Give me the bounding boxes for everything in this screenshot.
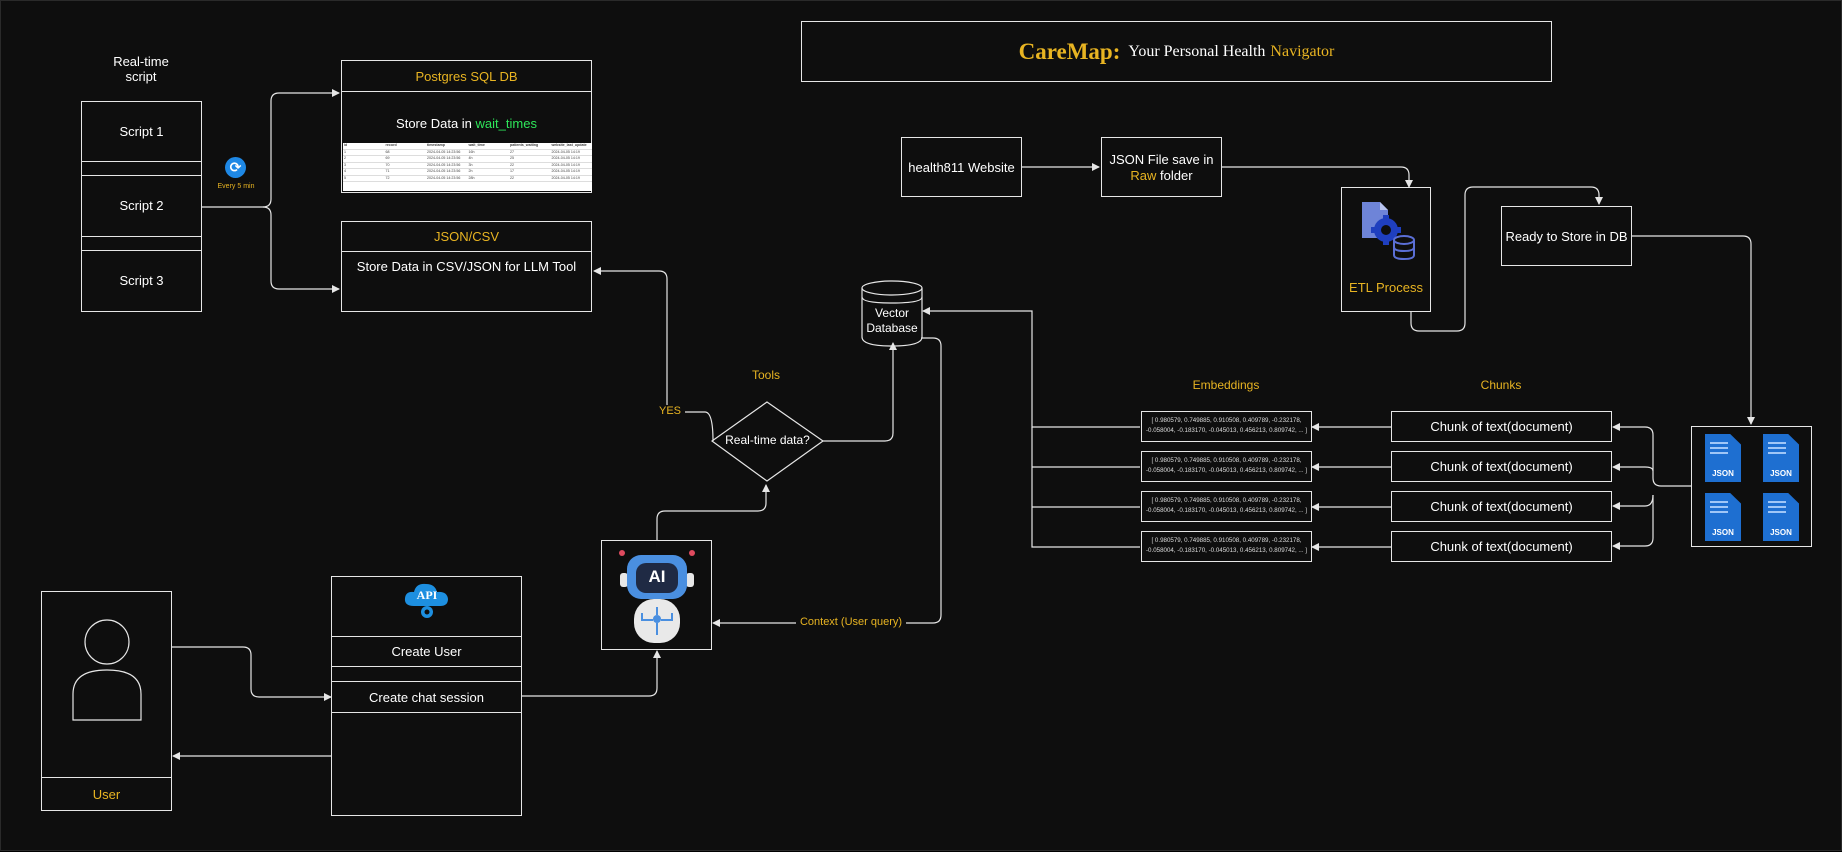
postgres-title: Postgres SQL DB [342,61,591,92]
embedding-vector: [ 0.980579, 0.749885, 0.910508, 0.409789… [1141,531,1312,562]
title-tail: Navigator [1270,42,1335,60]
arrow-decision-to-vector [823,342,897,442]
arrow-api-to-ai [521,650,661,697]
json-file-icon: JSON [1763,434,1799,482]
arrow-ready-to-json-files [1632,235,1755,425]
embedding-vector: [ 0.980579, 0.749885, 0.910508, 0.409789… [1141,411,1312,442]
json-raw-box: JSON File save in Raw folder [1101,137,1222,197]
title-middle: Your Personal Health [1128,42,1266,60]
arrow-files-to-chunks [1612,423,1691,487]
create-chat-session-endpoint[interactable]: Create chat session [332,682,521,713]
arrow-decision-to-json [593,267,714,442]
json-files-box: JSON JSON JSON JSON [1691,426,1812,547]
api-box: API Create User Create chat session [331,576,522,816]
api-cloud-icon: API [402,580,452,620]
scripts-header: Real-time script [113,54,169,84]
json-csv-box: JSON/CSV Store Data in CSV/JSON for LLM … [341,221,592,312]
chunk-item: Chunk of text(document) [1391,451,1612,482]
script-3[interactable]: Script 3 [119,273,164,288]
arrow-scripts-to-json [262,206,340,293]
vector-db-label: Vector Database [866,306,918,335]
embeddings-header: Embeddings [1192,378,1260,392]
arrow-emb-to-vector [922,307,1140,428]
embedding-vector: [ 0.980579, 0.749885, 0.910508, 0.409789… [1141,491,1312,522]
scripts-box: Script 1 Script 2 Script 3 [81,101,202,312]
etl-label: ETL Process [1349,280,1423,295]
etl-box: ETL Process [1341,187,1431,312]
script-1[interactable]: Script 1 [82,102,201,162]
context-label: Context (User query) [796,616,906,628]
ai-box: AI [601,540,712,650]
script-2[interactable]: Script 2 [82,175,201,237]
json-csv-title: JSON/CSV [342,222,591,252]
chunk-item: Chunk of text(document) [1391,411,1612,442]
chunks-header: Chunks [1480,378,1522,392]
health811-box: health811 Website [901,137,1022,197]
json-csv-body: Store Data in CSV/JSON for LLM Tool [356,259,577,274]
title-box: CareMap: Your Personal Health Navigator [801,21,1552,82]
etl-gear-icon [1358,200,1416,261]
embedding-vector: [ 0.980579, 0.749885, 0.910508, 0.409789… [1141,451,1312,482]
json-file-icon: JSON [1763,493,1799,541]
refresh-icon: ⟳ [225,157,246,178]
decision-label: Real-time data? [725,433,810,447]
create-user-endpoint[interactable]: Create User [332,637,521,667]
refresh-interval: Every 5 min [217,183,255,190]
tools-label: Tools [751,368,780,382]
arrow-raw-to-etl [1222,166,1413,188]
json-file-icon: JSON [1705,434,1741,482]
yes-label: YES [655,405,685,417]
title-brand: CareMap: [1018,38,1121,64]
ready-box: Ready to Store in DB [1501,206,1632,266]
chunk-item: Chunk of text(document) [1391,491,1612,522]
postgres-store-text: Store Data in wait_times [396,116,537,131]
json-file-icon: JSON [1705,493,1741,541]
chunk-item: Chunk of text(document) [1391,531,1612,562]
robot-icon: AI [616,547,698,645]
robot-ai-text: AI [648,567,666,586]
arrow-ai-to-decision [656,484,770,540]
user-box: User [41,591,172,811]
postgres-box: Postgres SQL DB Store Data in wait_times [341,60,592,193]
user-avatar-icon [71,614,143,722]
arrow-user-to-api [172,646,332,701]
api-cloud-text: API [416,588,438,602]
user-label: User [92,787,121,802]
